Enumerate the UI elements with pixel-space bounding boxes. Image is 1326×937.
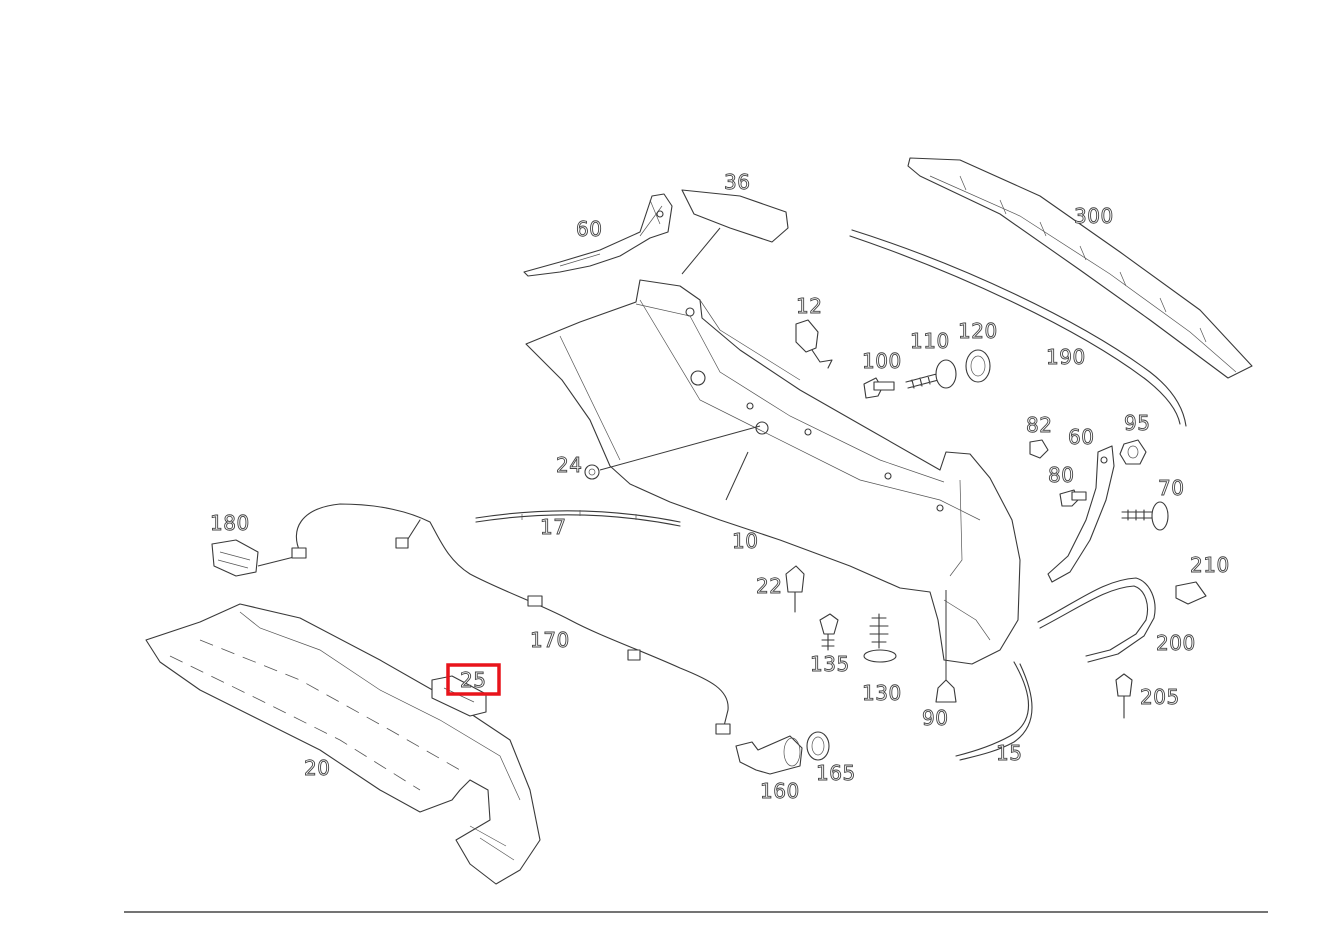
callout-60-right[interactable]: 60 [1068, 425, 1095, 450]
callout-210[interactable]: 210 [1190, 553, 1230, 578]
part-205-push-pin[interactable] [1115, 673, 1133, 719]
part-100-push-pin[interactable] [863, 377, 895, 399]
callout-130[interactable]: 130 [862, 681, 902, 706]
part-165-sensor-ring[interactable] [806, 731, 830, 761]
callout-300[interactable]: 300 [1074, 204, 1114, 229]
part-20-diffuser[interactable] [145, 603, 541, 885]
callout-80[interactable]: 80 [1048, 463, 1075, 488]
callout-205[interactable]: 205 [1140, 685, 1180, 710]
part-15-trim-strip[interactable] [955, 661, 1033, 761]
part-135-screw[interactable] [819, 613, 839, 651]
callout-200[interactable]: 200 [1156, 631, 1196, 656]
part-90-clip[interactable] [935, 590, 957, 703]
callout-120[interactable]: 120 [958, 319, 998, 344]
callout-60-left[interactable]: 60 [576, 217, 603, 242]
callout-110[interactable]: 110 [910, 329, 950, 354]
callout-17[interactable]: 17 [540, 515, 567, 540]
callout-20[interactable]: 20 [304, 756, 331, 781]
part-200-wheel-arch-trim[interactable] [1037, 577, 1156, 663]
callout-165[interactable]: 165 [816, 761, 856, 786]
callout-170[interactable]: 170 [530, 628, 570, 653]
part-190-strip[interactable] [849, 229, 1187, 427]
callout-90[interactable]: 90 [922, 706, 949, 731]
part-95-nut[interactable] [1119, 439, 1147, 465]
highlight-box-callout-25 [446, 663, 501, 696]
callout-36[interactable]: 36 [724, 170, 751, 195]
callout-12[interactable]: 12 [796, 294, 823, 319]
part-160-parking-sensor[interactable] [735, 735, 803, 775]
part-60-right-bracket[interactable] [1047, 445, 1115, 583]
callout-160[interactable]: 160 [760, 779, 800, 804]
part-22-push-pin[interactable] [785, 565, 805, 613]
part-12-tow-cover[interactable] [795, 319, 833, 369]
callout-180[interactable]: 180 [210, 511, 250, 536]
part-17-strip[interactable] [475, 510, 681, 527]
callout-22[interactable]: 22 [756, 574, 783, 599]
part-82-clip[interactable] [1029, 439, 1049, 459]
part-210-block[interactable] [1175, 581, 1207, 605]
part-10-bumper-cover[interactable] [525, 279, 1021, 665]
callout-70[interactable]: 70 [1158, 476, 1185, 501]
part-24-clip[interactable] [584, 421, 769, 480]
part-300-reinforcement[interactable] [907, 157, 1253, 379]
part-180-connector[interactable] [211, 539, 307, 577]
callout-82[interactable]: 82 [1026, 413, 1053, 438]
callout-10[interactable]: 10 [732, 529, 759, 554]
part-110-screw[interactable] [905, 359, 957, 389]
part-70-screw[interactable] [1121, 501, 1169, 531]
part-60-left-bracket[interactable] [523, 193, 673, 277]
part-130-screw[interactable] [863, 613, 897, 663]
callout-135[interactable]: 135 [810, 652, 850, 677]
callout-100[interactable]: 100 [862, 349, 902, 374]
callout-15[interactable]: 15 [996, 741, 1023, 766]
part-170-wiring-harness[interactable] [295, 503, 731, 735]
part-36-trim-strip[interactable] [681, 189, 789, 275]
callout-24[interactable]: 24 [556, 453, 583, 478]
callout-95[interactable]: 95 [1124, 411, 1151, 436]
callout-190[interactable]: 190 [1046, 345, 1086, 370]
part-120-grommet[interactable] [965, 349, 991, 383]
callout-25[interactable]: 25 [460, 668, 487, 693]
part-80-push-pin[interactable] [1059, 489, 1087, 507]
